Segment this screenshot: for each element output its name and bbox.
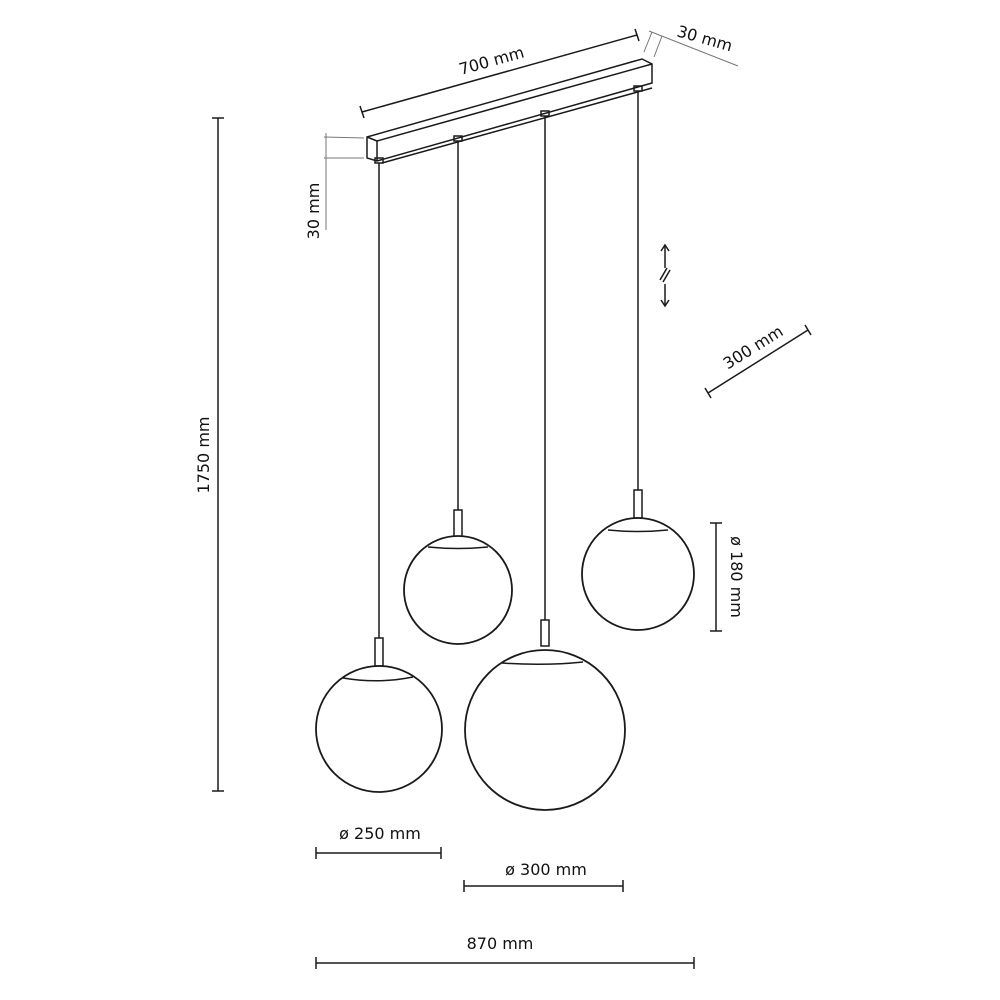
pendant-small-right bbox=[581, 489, 695, 631]
svg-text:1750 mm: 1750 mm bbox=[194, 417, 213, 494]
adjustable-height-arrow-icon bbox=[659, 243, 671, 308]
ceiling-bar bbox=[366, 58, 653, 164]
dimension-total-width: 870 mm bbox=[315, 934, 695, 969]
pendant-small-left bbox=[403, 509, 513, 645]
svg-text:30 mm: 30 mm bbox=[304, 183, 323, 240]
svg-text:870 mm: 870 mm bbox=[467, 934, 534, 953]
dimension-total-height: 1750 mm bbox=[194, 117, 224, 792]
svg-text:30 mm: 30 mm bbox=[675, 22, 735, 56]
svg-text:700 mm: 700 mm bbox=[457, 43, 526, 79]
dimension-medium-globe: ø 250 mm bbox=[315, 824, 442, 859]
svg-text:ø 250 mm: ø 250 mm bbox=[339, 824, 421, 843]
pendant-large bbox=[464, 619, 626, 811]
svg-text:ø 300 mm: ø 300 mm bbox=[505, 860, 587, 879]
dimension-bar-depth: 30 mm bbox=[643, 22, 739, 67]
pendant-medium-left bbox=[315, 637, 443, 793]
dimension-small-globe: ø 180 mm bbox=[710, 522, 746, 632]
dimension-large-globe: ø 300 mm bbox=[463, 860, 624, 892]
cords bbox=[378, 91, 639, 638]
dimension-bar-length: 700 mm bbox=[359, 28, 640, 119]
dimension-bar-spread: 300 mm bbox=[704, 322, 812, 399]
dimension-bar-height: 30 mm bbox=[304, 133, 365, 240]
svg-text:ø 180 mm: ø 180 mm bbox=[727, 536, 746, 618]
